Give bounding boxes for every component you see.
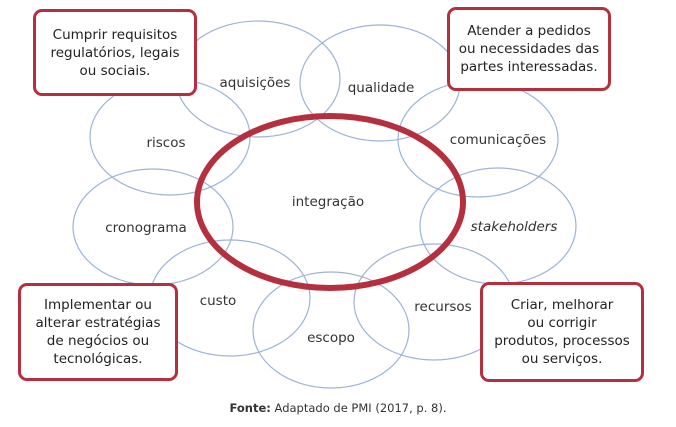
- callout-bottom-right: Criar, melhorar ou corrigir produtos, pr…: [480, 282, 644, 382]
- callout-bottom-left: Implementar ou alterar estratégias de ne…: [18, 283, 178, 381]
- callout-text: Criar, melhorar ou corrigir produtos, pr…: [494, 297, 630, 367]
- area-label-recursos: recursos: [414, 299, 471, 315]
- center-ellipse: [194, 113, 466, 291]
- figure-caption: Fonte: Adaptado de PMI (2017, p. 8).: [0, 401, 676, 415]
- callout-text: Atender a pedidos ou necessidades das pa…: [458, 23, 600, 75]
- center-label: integração: [292, 194, 364, 210]
- area-label-aquisicoes: aquisições: [220, 75, 291, 91]
- area-ellipse-escopo: [252, 271, 410, 389]
- area-label-riscos: riscos: [146, 135, 185, 151]
- area-label-escopo: escopo: [307, 330, 355, 346]
- area-label-comunicacoes: comunicações: [450, 132, 546, 148]
- area-label-stakeholders: stakeholders: [471, 219, 558, 235]
- area-label-custo: custo: [200, 293, 237, 309]
- caption-text: Adaptado de PMI (2017, p. 8).: [270, 401, 447, 415]
- area-labels: aquisições qualidade comunicações stakehold…: [105, 75, 557, 346]
- area-label-cronograma: cronograma: [105, 220, 187, 236]
- caption-prefix: Fonte:: [229, 401, 271, 415]
- callout-text: Cumprir requisitos regulatórios, legais …: [50, 26, 180, 79]
- callout-text: Implementar ou alterar estratégias de ne…: [35, 297, 161, 367]
- area-label-qualidade: qualidade: [348, 80, 415, 96]
- callout-top-left: Cumprir requisitos regulatórios, legais …: [33, 9, 197, 96]
- callout-top-right: Atender a pedidos ou necessidades das pa…: [447, 7, 611, 91]
